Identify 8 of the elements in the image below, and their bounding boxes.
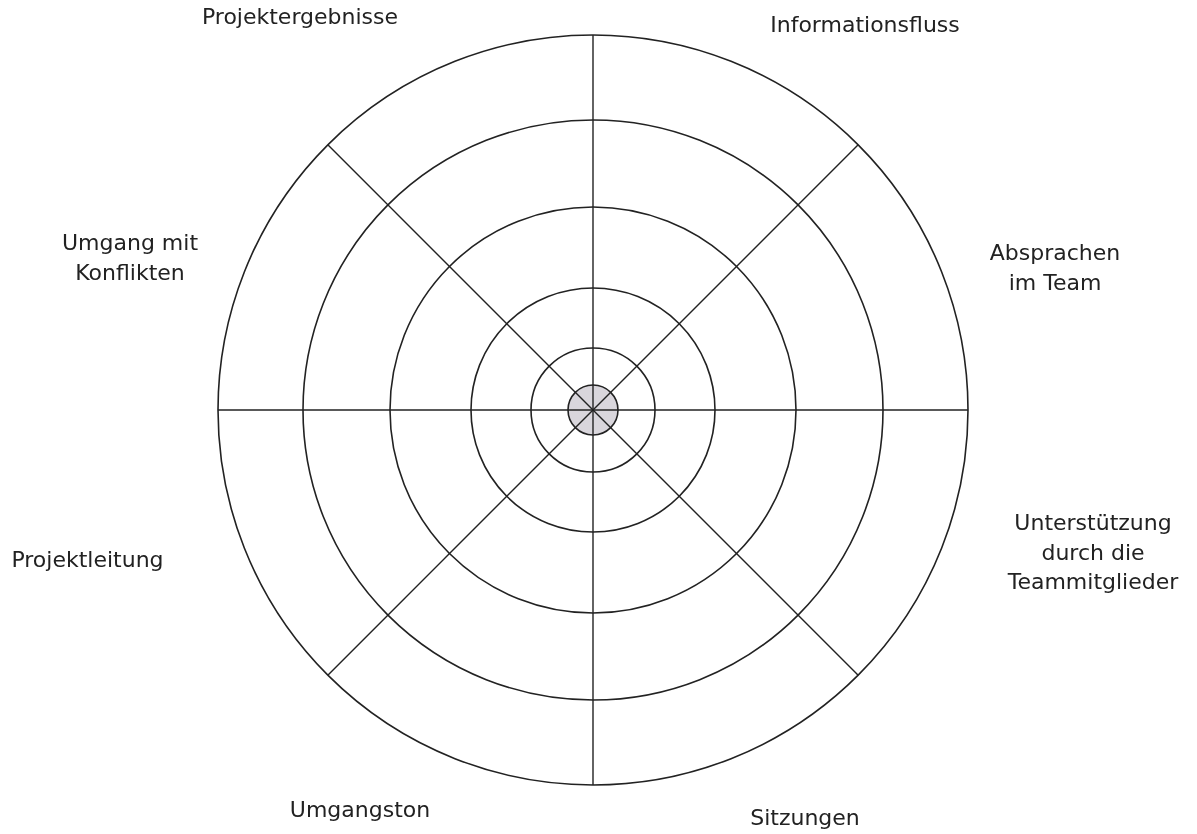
axis-label: Unterstützung durch die Teammitglieder — [1006, 509, 1180, 597]
axis-label: Projektergebnisse — [200, 3, 400, 31]
axis-label: Sitzungen — [749, 804, 861, 832]
axis-label: Absprachen im Team — [988, 239, 1122, 297]
axis-label: Informationsfluss — [769, 11, 961, 39]
axis-label: Umgangston — [288, 796, 432, 824]
axis-label: Projektleitung — [10, 546, 165, 574]
axis-label: Umgang mit Konflikten — [60, 229, 200, 287]
